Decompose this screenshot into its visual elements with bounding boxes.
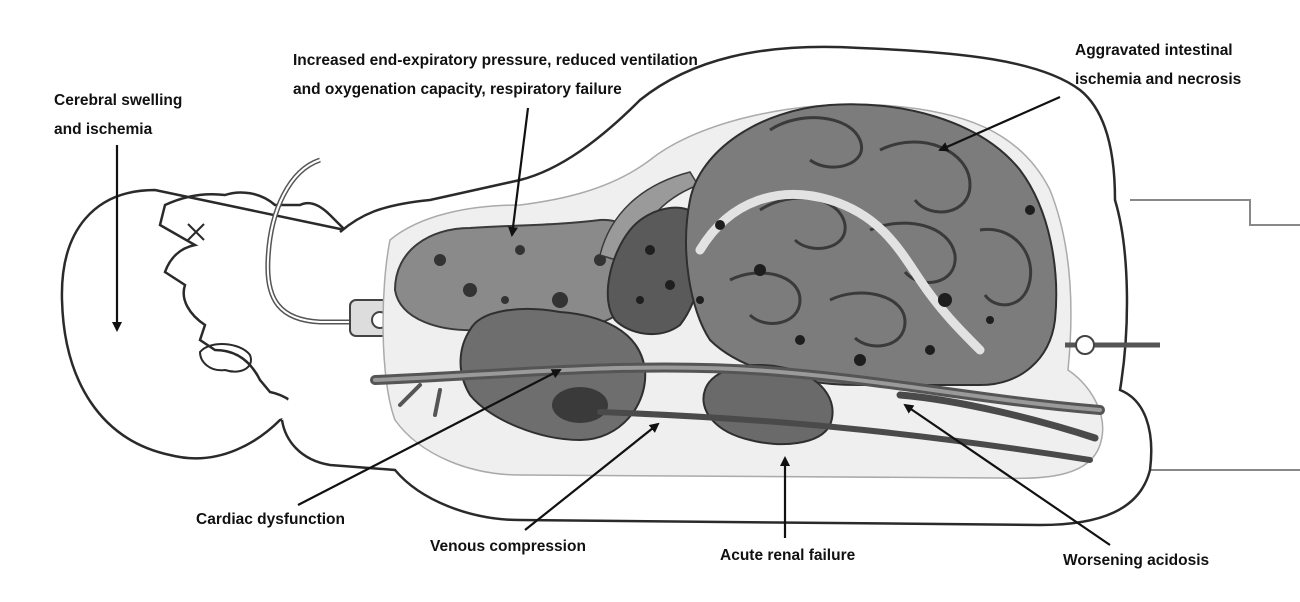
label-cerebral-line1: Cerebral swelling [54,92,183,109]
arrow-respiratory [508,107,530,237]
label-venous: Venous compression [430,538,586,555]
label-intestinal-line2: ischemia and necrosis [1075,71,1242,88]
lung-spots [434,245,606,308]
label-intestinal: Aggravated intestinal ischemia and necro… [1075,36,1241,94]
closed-eye-mark [187,223,205,241]
leg-outline [1130,199,1300,471]
label-renal: Acute renal failure [720,547,856,564]
label-cerebral-line2: and ischemia [54,121,153,138]
label-cardiac: Cardiac dysfunction [196,511,345,528]
arrow-cardiac [297,369,562,506]
ear [198,343,252,373]
label-cerebral: Cerebral swelling and ischemia [54,86,182,144]
label-respiratory-line2: and oxygenation capacity, respiratory fa… [293,81,622,98]
necrosis-spots [696,205,1035,366]
label-respiratory-line1: Increased end-expiratory pressure, reduc… [293,52,698,69]
liver [606,206,705,336]
arrow-acidosis [903,403,1111,546]
label-acidosis: Worsening acidosis [1063,552,1210,569]
bowel-highlight [695,189,985,355]
arrow-intestinal [938,95,1061,152]
label-intestinal-line1: Aggravated intestinal [1075,42,1233,59]
annotation-arrows [112,95,1111,546]
blood-vessels [370,362,1105,463]
head-outline [60,188,349,460]
arrow-venous [524,422,660,531]
intestines [685,103,1058,386]
label-respiratory: Increased end-expiratory pressure, reduc… [293,46,698,104]
